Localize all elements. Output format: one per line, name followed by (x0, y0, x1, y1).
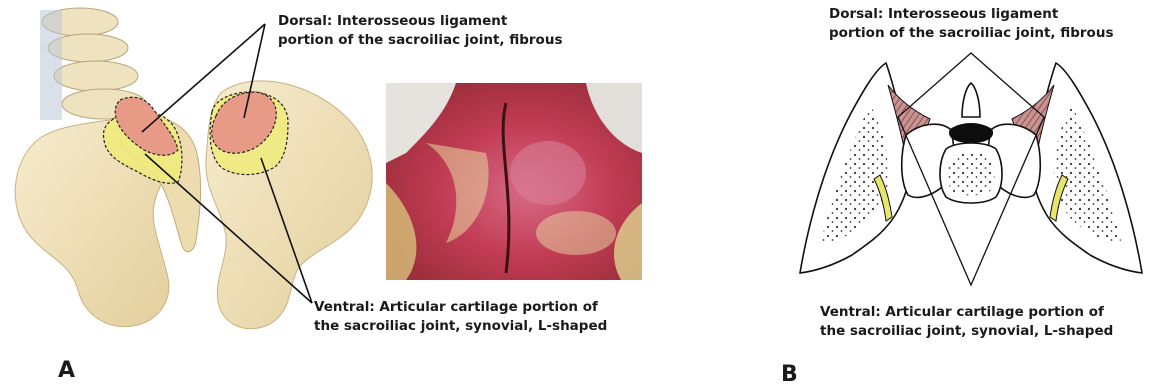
cross-section-diagram (790, 45, 1150, 290)
intraoperative-photo (386, 83, 642, 280)
panel-a-letter: A (58, 358, 75, 383)
panel-b-dorsal-line-2: portion of the sacroiliac joint, fibrous (829, 24, 1113, 43)
panel-b-ventral-line-2: the sacroiliac joint, synovial, L-shaped (820, 322, 1113, 341)
panel-a-dorsal-line-2: portion of the sacroiliac joint, fibrous (278, 31, 562, 50)
panel-b-ventral-line-1: Ventral: Articular cartilage portion of (820, 303, 1104, 322)
spinal-canal (949, 123, 993, 143)
panel-a-dorsal-line-1: Dorsal: Interosseous ligament (278, 12, 507, 31)
pelvis-illustration (0, 0, 390, 340)
panel-b-letter: B (781, 362, 798, 387)
panel-a-ventral-line-1: Ventral: Articular cartilage portion of (314, 298, 598, 317)
panel-b-dorsal-line-1: Dorsal: Interosseous ligament (829, 5, 1058, 24)
spinous-process (962, 83, 980, 117)
panel-a-ventral-line-2: the sacroiliac joint, synovial, L-shaped (314, 317, 607, 336)
